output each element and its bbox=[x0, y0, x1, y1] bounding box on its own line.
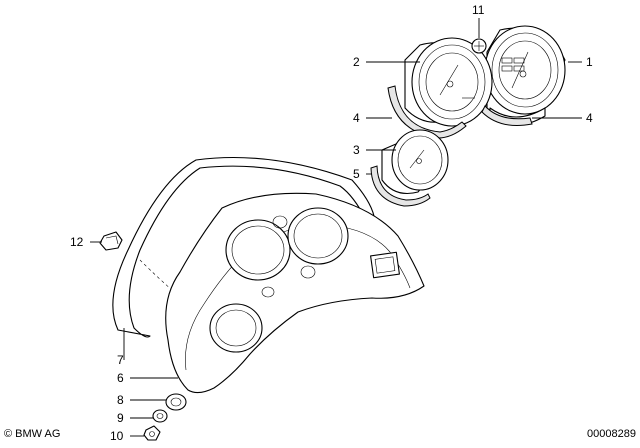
callout-4-left: 4 bbox=[353, 111, 360, 125]
seal-ring-left bbox=[387, 85, 467, 139]
indicator-lamp bbox=[471, 38, 487, 54]
document-number: 00008289 bbox=[587, 428, 636, 440]
callout-labels: 1 2 3 4 4 5 6 7 8 9 10 11 12 bbox=[70, 3, 593, 443]
washer-part-9 bbox=[152, 409, 168, 423]
copyright-notice: © BMW AG bbox=[4, 428, 61, 440]
callout-4-right: 4 bbox=[586, 111, 593, 125]
callout-2: 2 bbox=[353, 55, 360, 69]
gauge-large-left bbox=[404, 37, 493, 127]
callout-11: 11 bbox=[472, 3, 485, 17]
leader-lines bbox=[90, 18, 582, 437]
callout-10: 10 bbox=[110, 429, 124, 443]
callout-1: 1 bbox=[586, 55, 593, 69]
callout-6: 6 bbox=[117, 371, 124, 385]
instrument-housing bbox=[165, 192, 425, 394]
callout-3: 3 bbox=[353, 143, 360, 157]
callout-7: 7 bbox=[117, 353, 124, 367]
knob-part-8 bbox=[165, 393, 187, 411]
gauge-large-right bbox=[484, 25, 566, 126]
nut-part-10 bbox=[143, 425, 161, 441]
callout-12: 12 bbox=[70, 235, 84, 249]
seal-ring-small bbox=[370, 165, 431, 207]
callout-8: 8 bbox=[117, 393, 124, 407]
clip-nut bbox=[99, 231, 123, 251]
seal-ring-right bbox=[481, 105, 533, 126]
callout-5: 5 bbox=[353, 167, 360, 181]
gauge-small bbox=[381, 129, 449, 195]
callout-9: 9 bbox=[117, 411, 124, 425]
